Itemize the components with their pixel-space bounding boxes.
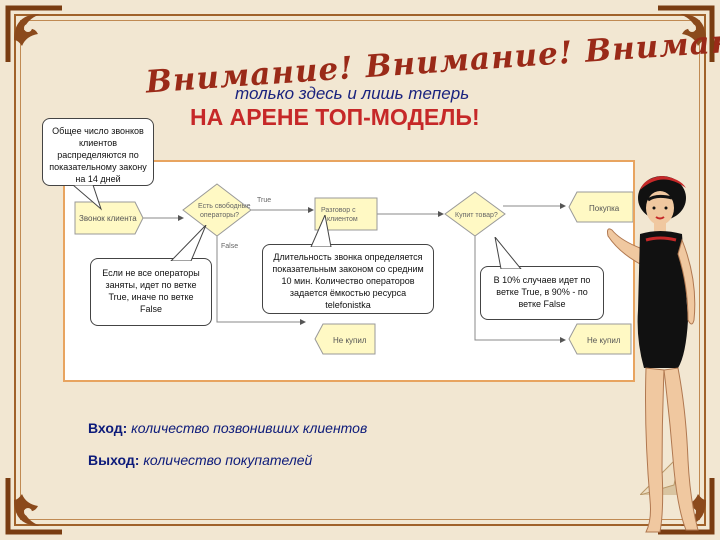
output-label: Выход: [88, 452, 140, 468]
dispose-no-node [314, 323, 376, 355]
input-text: количество позвонивших клиентов [131, 420, 368, 436]
callout-operators-text: Если не все операторы заняты, идет по ве… [102, 268, 200, 314]
corner-ornament-icon [0, 470, 70, 540]
decide-buy-label: Купит товар? [455, 212, 498, 219]
corner-ornament-icon [650, 0, 720, 70]
callout-decide: В 10% случаев идет по ветке True, в 90% … [480, 237, 604, 320]
subtitle: только здесь и лишь теперь [235, 84, 470, 103]
dispose-no-buy-label: Не купил [587, 336, 621, 345]
connector [474, 232, 566, 343]
callout-duration: Длительность звонка определяется показат… [262, 215, 434, 314]
input-line: Вход: количество позвонивших клиентов [88, 420, 367, 436]
dispose-no-buy-node [568, 323, 632, 355]
dispose-buy-label: Покупка [589, 204, 620, 213]
output-text: количество покупателей [143, 452, 313, 468]
page-title: НА АРЕНЕ ТОП-МОДЕЛЬ! [190, 104, 480, 130]
connector [216, 234, 306, 325]
false-branch-label: False [221, 243, 238, 250]
create-node-label: Звонок клиента [79, 214, 137, 223]
input-label: Вход: [88, 420, 128, 436]
callout-duration-text: Длительность звонка определяется показат… [272, 252, 424, 310]
callout-decide-text: В 10% случаев идет по ветке True, в 90% … [493, 275, 591, 309]
output-line: Выход: количество покупателей [88, 452, 312, 468]
true-branch-label: True [257, 197, 271, 204]
decide-buy-node [444, 191, 506, 237]
dispose-buy-node [568, 191, 634, 223]
woman-illustration-icon [607, 176, 699, 533]
decide-operators-node [182, 183, 252, 237]
inner-frame [20, 20, 700, 520]
corner-ornament-icon [0, 0, 70, 70]
callout-operators: Если не все операторы заняты, идет по ве… [90, 225, 212, 326]
create-node [74, 201, 144, 235]
outer-frame [14, 14, 706, 526]
dispose-no-label: Не купил [333, 336, 367, 345]
callout-calls-text: Общее число звонков клиентов распределяю… [49, 126, 147, 184]
callout-calls: Общее число звонков клиентов распределяю… [42, 118, 154, 211]
